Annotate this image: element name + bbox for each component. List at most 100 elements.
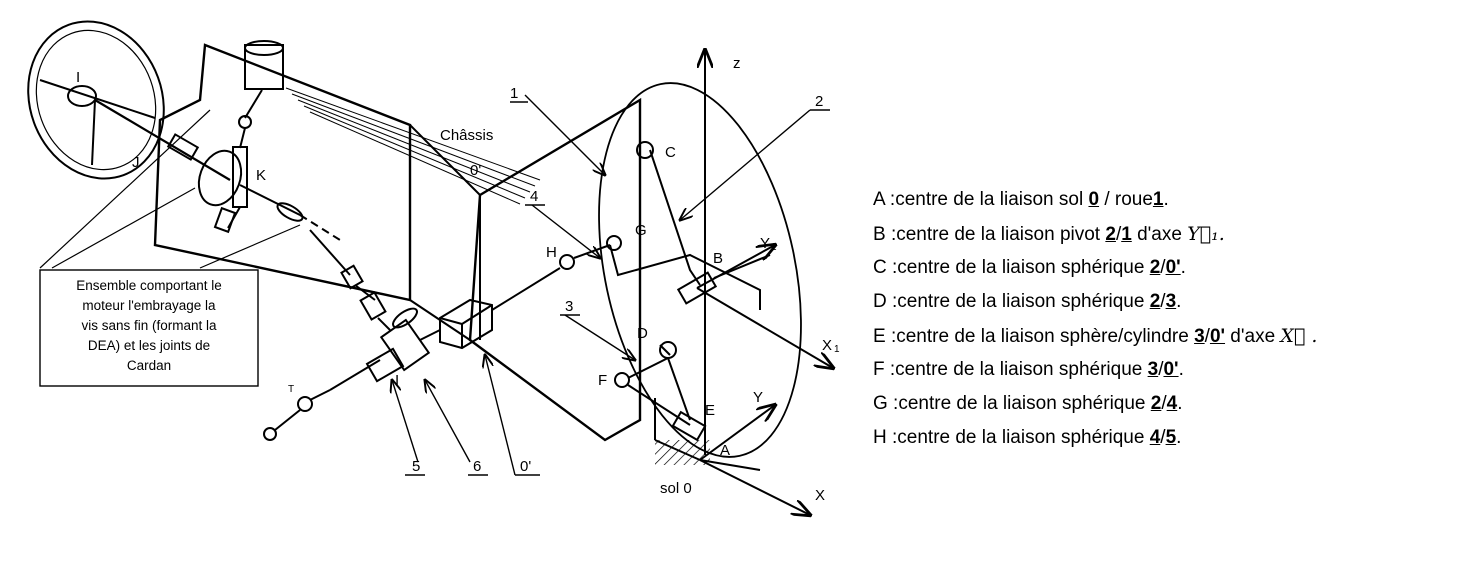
label-F: F — [598, 372, 607, 389]
legend-separator: / — [1204, 326, 1210, 347]
label-sol: sol 0 — [660, 480, 692, 497]
legend-suffix: . — [1176, 291, 1182, 312]
legend-letter: C : — [873, 257, 898, 278]
gear-housing — [379, 318, 431, 372]
legend-part-number: 2 — [1150, 393, 1162, 414]
legend-axis-vector: Y⃗₁. — [1187, 223, 1225, 245]
legend-separator: / — [1115, 224, 1122, 245]
label-X1: X — [822, 337, 832, 354]
worm-gear — [197, 149, 243, 207]
legend-axis-vector: X⃗ . — [1280, 325, 1318, 347]
legend-part-number: 3 — [1194, 326, 1205, 347]
legend-separator: / — [1160, 291, 1166, 312]
label-X: X — [815, 487, 825, 504]
legend-part-number: 2 — [1149, 257, 1161, 278]
steering-mechanism-diagram: z X Y X 1 Y 1 A B C D E F G H I I J K T … — [27, 20, 840, 574]
legend-part-number: 3 — [1147, 359, 1159, 380]
legend-letter: H : — [873, 427, 898, 448]
legend-suffix: . — [1176, 427, 1182, 448]
legend-suffix: . — [1178, 359, 1184, 380]
label-Y: Y — [753, 389, 763, 406]
label-K: K — [256, 167, 266, 184]
legend-separator: / — [1160, 427, 1166, 448]
legend-part-number: 3 — [1165, 291, 1177, 312]
label-T: T — [288, 384, 294, 395]
legend-description: centre de la liaison sphère/cylindre — [896, 326, 1195, 347]
part-number-5: 5 — [412, 458, 420, 475]
part-number-4: 4 — [530, 188, 538, 205]
legend-suffix: . — [1163, 189, 1169, 210]
legend-row-f: F : centre de la liaison sphérique 3/0'. — [873, 353, 1473, 387]
callout-line-4: DEA) et les joints de — [88, 338, 210, 353]
label-X1-sub: 1 — [834, 344, 840, 355]
label-E: E — [705, 402, 715, 419]
chassis-plate — [468, 97, 642, 442]
legend-separator: / roue — [1099, 189, 1153, 210]
label-A: A — [720, 442, 730, 459]
legend-separator: / — [1158, 359, 1164, 380]
label-I-housing: I — [395, 372, 399, 389]
legend-part-number: 1 — [1121, 224, 1132, 245]
legend-part-number: 4 — [1149, 427, 1161, 448]
part-number-2: 2 — [815, 93, 823, 110]
legend-description: centre de la liaison sphérique — [897, 427, 1150, 448]
callout-line-1: Ensemble comportant le — [76, 278, 222, 293]
legend-letter: E : — [873, 326, 897, 347]
legend-row-c: C : centre de la liaison sphérique 2/0'. — [873, 251, 1473, 285]
motor-cylinder — [244, 44, 284, 90]
legend-letter: D : — [873, 291, 898, 312]
legend-part-number: 0 — [1088, 189, 1100, 210]
legend-row-h: H : centre de la liaison sphérique 4/5. — [873, 421, 1473, 455]
label-z: z — [733, 55, 741, 72]
wheel-1 — [598, 82, 802, 458]
legend-description: centre de la liaison sol — [895, 189, 1089, 210]
legend-suffix: . — [1177, 393, 1183, 414]
legend-part-number: 1 — [1152, 189, 1164, 210]
label-J: J — [132, 154, 140, 171]
part-number-3: 3 — [565, 298, 573, 315]
label-H: H — [546, 244, 557, 261]
slider-E — [671, 410, 707, 442]
legend-letter: B : — [873, 224, 897, 245]
legend-description: centre de la liaison sphérique — [897, 291, 1150, 312]
callout-box — [39, 269, 259, 387]
legend-part-number: 5 — [1165, 427, 1177, 448]
part-number-1: 1 — [510, 85, 518, 102]
label-D: D — [637, 325, 648, 342]
steering-wheel — [27, 20, 165, 180]
legend-row-a: A : centre de la liaison sol 0 / roue1. — [873, 183, 1473, 217]
legend-letter: A : — [873, 189, 896, 210]
label-G: G — [635, 222, 647, 239]
part-number-0prime: 0' — [520, 458, 531, 475]
legend-row-b: B : centre de la liaison pivot 2/1 d'axe… — [873, 217, 1473, 251]
legend-description: centre de la liaison pivot — [896, 224, 1106, 245]
label-Y1-sub: 1 — [771, 242, 777, 253]
legend-part-number: 0' — [1209, 326, 1226, 347]
legend-description: centre de la liaison sphérique — [895, 359, 1148, 380]
legend-suffix: d'axe — [1225, 326, 1281, 347]
callout-line-5: Cardan — [127, 358, 171, 373]
legend-letter: G : — [873, 393, 899, 414]
label-B: B — [713, 250, 723, 267]
callout-line-3: vis sans fin (formant la — [81, 318, 217, 333]
legend-letter: F : — [873, 359, 896, 380]
callout-line-2: moteur l'embrayage la — [82, 298, 216, 313]
legend-separator: / — [1161, 393, 1167, 414]
label-C: C — [665, 144, 676, 161]
label-chassis: Châssis — [440, 127, 493, 144]
legend-suffix: . — [1180, 257, 1186, 278]
legend-description: centre de la liaison sphérique — [898, 393, 1151, 414]
legend-part-number: 2 — [1149, 291, 1161, 312]
legend-part-number: 0' — [1165, 257, 1181, 278]
label-Y1: Y — [760, 235, 770, 252]
legend-row-e: E : centre de la liaison sphère/cylindre… — [873, 319, 1473, 353]
legend-row-g: G : centre de la liaison sphérique 2/4. — [873, 387, 1473, 421]
label-I-wheel: I — [76, 69, 80, 86]
legend-separator: / — [1160, 257, 1166, 278]
legend-description: centre de la liaison sphérique — [897, 257, 1150, 278]
legend-row-d: D : centre de la liaison sphérique 2/3. — [873, 285, 1473, 319]
legend-part-number: 0' — [1163, 359, 1179, 380]
part-number-6: 6 — [473, 458, 481, 475]
legend-suffix: d'axe — [1131, 224, 1188, 245]
legend: A : centre de la liaison sol 0 / roue1.B… — [873, 183, 1473, 455]
